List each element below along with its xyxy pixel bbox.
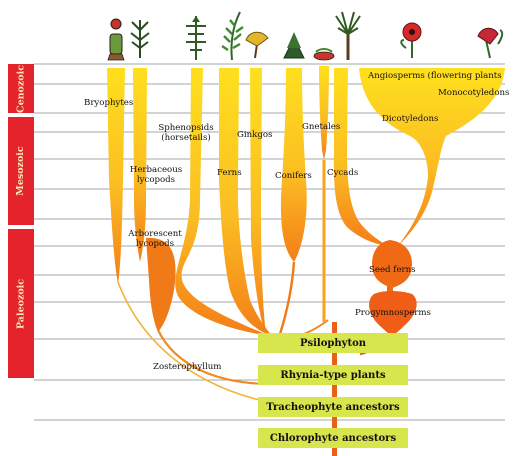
label-gnetales: Gnetales	[302, 122, 340, 132]
box-rhynia: Rhynia-type plants	[258, 365, 408, 385]
zosterophyllum-connector	[158, 330, 268, 384]
arborescent-lycopods-lineage	[146, 238, 176, 332]
ginkgo-plant-icon	[246, 32, 268, 58]
label-monocotyledons: Monocotyledons	[438, 88, 509, 98]
label-cycads: Cycads	[327, 168, 358, 178]
box-label: Psilophyton	[300, 338, 366, 349]
lycopod-plant-icon	[131, 20, 149, 58]
label-sphenopsids: Sphenopsids (horsetails)	[158, 123, 213, 143]
cycad-plant-icon	[336, 12, 360, 60]
era-cenozoic: Cenozoic	[8, 64, 34, 113]
label-conifers: Conifers	[275, 171, 312, 181]
horsetail-plant-icon	[186, 16, 206, 60]
dicot-flower-icon	[401, 23, 421, 58]
seed-ferns-lineage	[372, 240, 412, 288]
era-mesozoic: Mesozoic	[8, 117, 34, 225]
conifers-stem	[280, 262, 294, 334]
era-label: Cenozoic	[16, 65, 27, 113]
label-bryophytes: Bryophytes	[84, 98, 133, 108]
bryophyte-plant-icon	[108, 19, 124, 60]
ferns-lineage	[219, 68, 272, 336]
box-tracheophyte-ancestors: Tracheophyte ancestors	[258, 397, 408, 417]
gnetales-plant-icon	[314, 49, 334, 60]
era-paleozoic: Paleozoic	[8, 229, 34, 378]
box-label: Tracheophyte ancestors	[266, 402, 399, 413]
conifer-plant-icon	[284, 32, 304, 58]
label-ginkgos: Ginkgos	[237, 130, 272, 140]
label-angiosperms: Angiosperms (flowering plants	[368, 71, 502, 81]
box-psilophyton: Psilophyton	[258, 333, 408, 353]
era-label: Paleozoic	[16, 278, 27, 328]
monocot-flower-icon	[478, 28, 502, 58]
label-zosterophyllum: Zosterophyllum	[153, 362, 221, 372]
label-progymnosperms: Progymnosperms	[355, 308, 431, 318]
label-dicotyledons: Dicotyledons	[382, 114, 438, 124]
label-seed-ferns: Seed ferns	[369, 265, 416, 275]
box-chlorophyte-ancestors: Chlorophyte ancestors	[258, 428, 408, 448]
gnetales-stem	[323, 160, 326, 322]
label-herbaceous-lycopods: Herbaceous lycopods	[130, 165, 182, 185]
label-arborescent-lycopods: Arborescent lycopods	[128, 229, 181, 249]
gnetales-lineage	[319, 66, 329, 160]
box-label: Rhynia-type plants	[280, 370, 385, 381]
box-label: Chlorophyte ancestors	[270, 433, 396, 444]
era-label: Mesozoic	[16, 146, 27, 195]
fern-plant-icon	[222, 12, 243, 60]
label-ferns: Ferns	[217, 168, 242, 178]
ginkgos-lineage	[250, 68, 266, 334]
conifers-lineage	[281, 68, 307, 262]
